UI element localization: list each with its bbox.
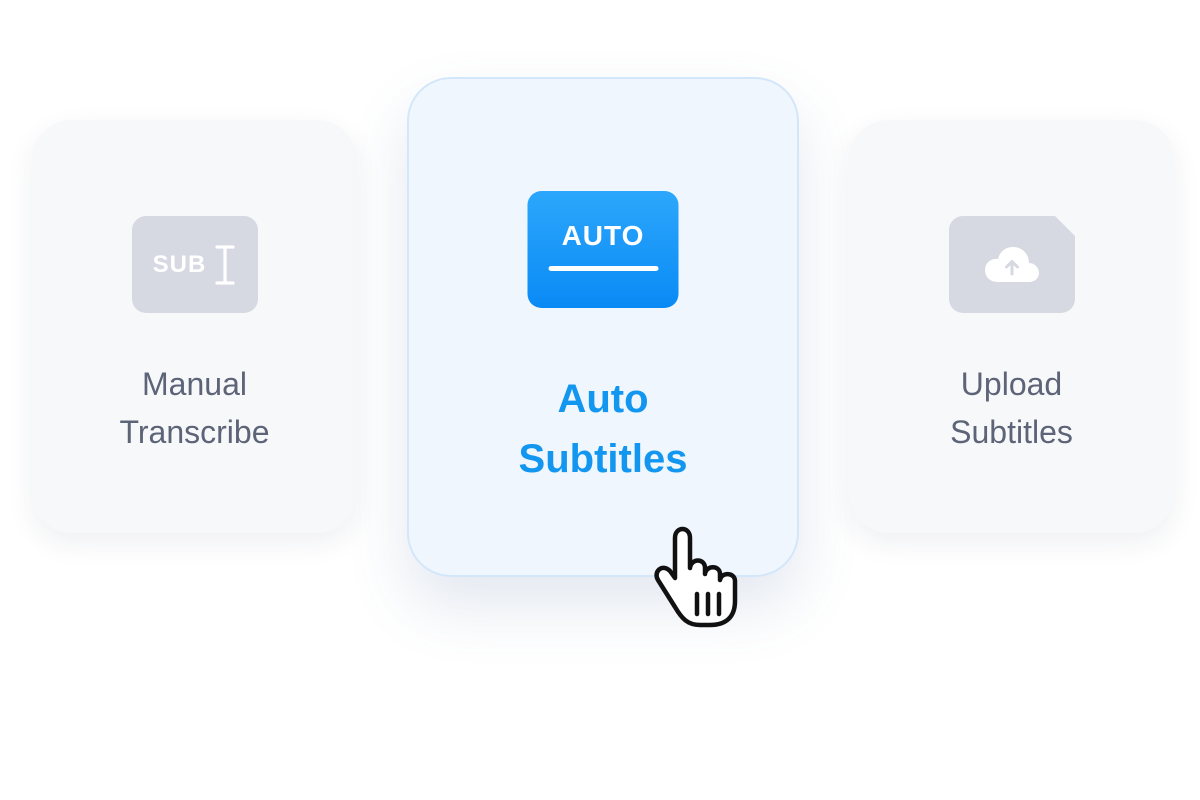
hand-pointer-icon <box>654 526 738 628</box>
label-line-2: Subtitles <box>950 414 1073 450</box>
subtitle-line-icon <box>548 266 658 271</box>
label-line-2: Subtitles <box>518 437 688 481</box>
upload-subtitles-label: Upload Subtitles <box>849 360 1174 456</box>
sub-cursor-icon: SUB <box>131 216 258 313</box>
label-line-1: Upload <box>960 366 1063 402</box>
label-line-2: Transcribe <box>119 414 270 450</box>
manual-transcribe-label: Manual Transcribe <box>32 360 357 456</box>
label-line-1: Auto <box>557 377 649 421</box>
auto-icon-text: AUTO <box>561 220 645 251</box>
cloud-upload-icon <box>948 216 1075 313</box>
auto-subtitle-icon: AUTO <box>527 191 679 308</box>
auto-subtitles-label: Auto Subtitles <box>409 369 797 489</box>
sub-icon-text: SUB <box>152 250 207 278</box>
auto-subtitles-card[interactable]: AUTO Auto Subtitles <box>407 77 799 577</box>
text-cursor-icon <box>215 244 235 285</box>
label-line-1: Manual <box>142 366 247 402</box>
upload-subtitles-card[interactable]: Upload Subtitles <box>849 120 1174 533</box>
cloud-icon <box>984 246 1039 282</box>
manual-transcribe-card[interactable]: SUB Manual Transcribe <box>32 120 357 533</box>
